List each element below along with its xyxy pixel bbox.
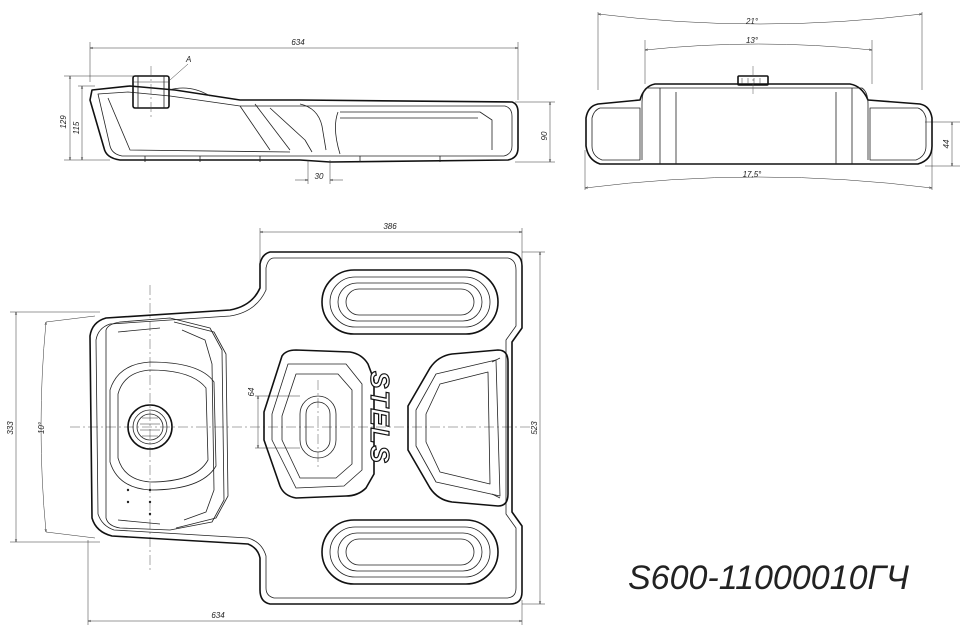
end-angle-inner-label: 13° — [746, 36, 759, 45]
side-section-label: A — [185, 55, 191, 64]
side-view: 634 129 115 90 A — [59, 38, 555, 184]
top-height-right-label: 523 — [530, 421, 539, 435]
stels-logo: STELS — [365, 371, 395, 465]
top-height-left-label: 333 — [6, 421, 15, 435]
end-angle-bottom-label: 17,5° — [743, 170, 763, 179]
top-angle-label: 10° — [37, 421, 46, 434]
top-length-label: 634 — [211, 611, 225, 620]
side-height-outer-label: 129 — [59, 115, 68, 129]
top-width-label: 386 — [383, 222, 397, 231]
side-depth-label: 90 — [540, 131, 549, 140]
end-view: 21° 13° 17,5° 44 — [584, 12, 960, 190]
side-height-inner-label: 115 — [72, 121, 81, 134]
part-number: S600-11000010ГЧ — [628, 559, 909, 597]
end-thickness-label: 44 — [942, 139, 951, 148]
top-pocket-label: 64 — [247, 387, 256, 396]
side-gap-label: 30 — [315, 172, 324, 181]
end-angle-outer-label: 21° — [745, 17, 759, 26]
top-view: 386 634 333 10° 523 64 — [6, 222, 545, 625]
side-length-label: 634 — [291, 38, 305, 47]
